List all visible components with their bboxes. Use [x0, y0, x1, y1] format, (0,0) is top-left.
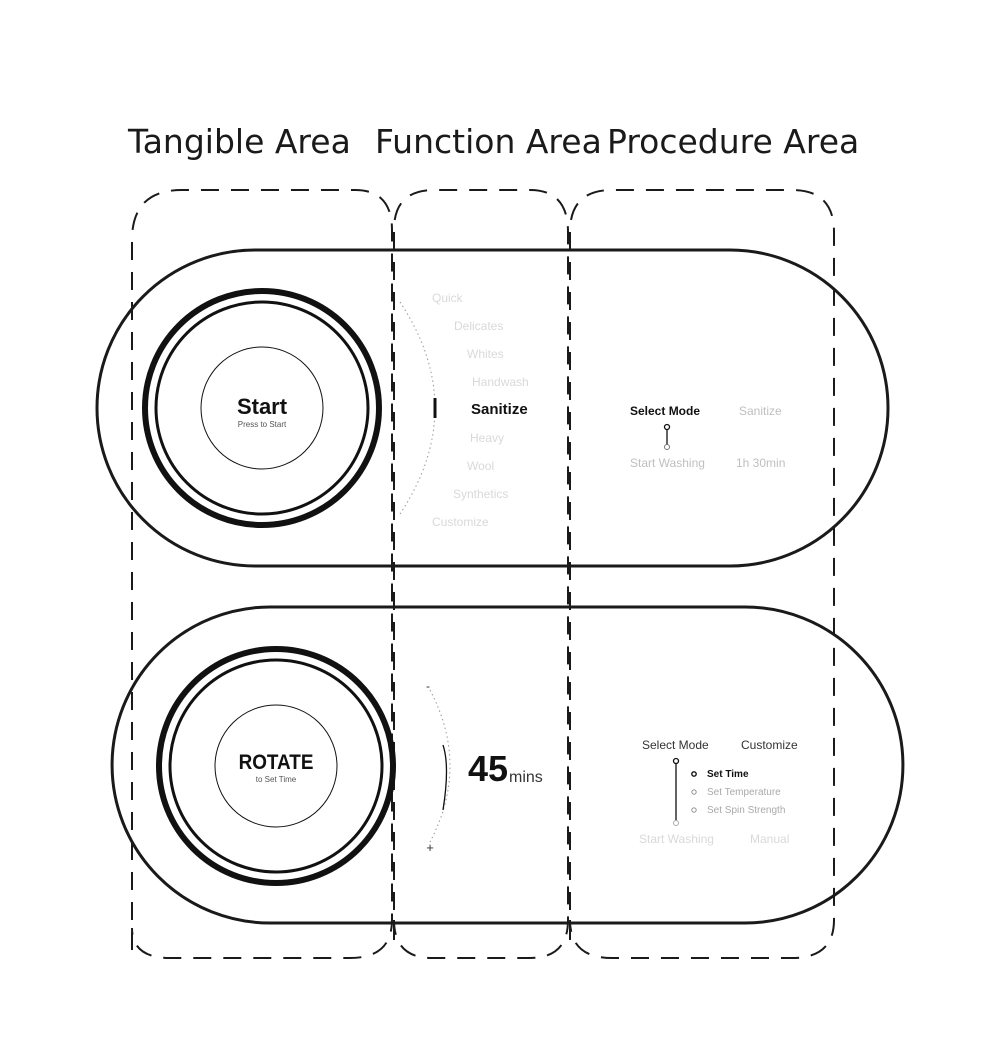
bottom-step1-value: Customize: [741, 738, 798, 752]
top-panel-outline: [95, 248, 890, 568]
time-dial[interactable]: - +: [426, 679, 451, 855]
top-step1-node: [663, 423, 671, 431]
time-unit: mins: [509, 769, 543, 786]
mode-item[interactable]: Heavy: [470, 431, 504, 445]
procedure-area-outline: [569, 189, 835, 959]
start-button[interactable]: [200, 346, 324, 470]
start-knob-outer-ring: [142, 288, 382, 528]
bottom-step2-value: Manual: [750, 832, 789, 846]
rotate-knob-outer-ring: [156, 646, 396, 886]
bottom-step2-node: [673, 820, 679, 826]
top-step1-value: Sanitize: [739, 404, 782, 418]
top-step1-label: Select Mode: [630, 404, 700, 418]
start-knob[interactable]: Start Press to Start: [142, 288, 382, 528]
tangible-area-outline: [131, 189, 393, 959]
start-knob-inner-ring: [154, 300, 370, 516]
function-area-title: Function Area: [375, 122, 602, 161]
mode-list[interactable]: QuickDelicatesWhitesHandwashSanitizeHeav…: [432, 291, 529, 529]
top-procedure: Select Mode Sanitize Start Washing 1h 30…: [630, 404, 785, 470]
substep-label: Set Temperature: [707, 787, 781, 798]
mode-item[interactable]: Quick: [432, 291, 464, 305]
procedure-area-title: Procedure Area: [607, 122, 859, 161]
substep-label: Set Spin Strength: [707, 805, 785, 816]
substep-node: [691, 807, 697, 813]
time-minus[interactable]: -: [426, 679, 430, 693]
start-label: Start: [237, 394, 288, 419]
mode-item[interactable]: Handwash: [472, 375, 529, 389]
mode-item[interactable]: Customize: [432, 515, 489, 529]
time-dial-arc: [429, 689, 451, 843]
time-value: 45: [468, 748, 508, 789]
rotate-label: ROTATE: [239, 751, 314, 774]
bottom-step2-label: Start Washing: [639, 832, 714, 846]
rotate-knob-center[interactable]: [214, 704, 338, 828]
top-step2-value: 1h 30min: [736, 456, 785, 470]
bottom-step1-label: Select Mode: [642, 738, 709, 752]
function-area-outline: [393, 189, 569, 959]
mode-item[interactable]: Synthetics: [453, 487, 508, 501]
substep-label: Set Time: [707, 769, 749, 780]
bottom-panel-outline: [110, 605, 905, 925]
rotate-sublabel: to Set Time: [256, 775, 297, 784]
mode-item[interactable]: Wool: [467, 459, 494, 473]
time-dial-progress: [442, 744, 448, 811]
start-sublabel: Press to Start: [238, 420, 287, 429]
rotate-knob-inner-ring: [168, 658, 384, 874]
top-step2-label: Start Washing: [630, 456, 705, 470]
mode-item[interactable]: Sanitize: [471, 401, 528, 418]
time-plus[interactable]: +: [426, 840, 434, 855]
bottom-step1-node: [672, 757, 680, 765]
rotate-knob[interactable]: ROTATE to Set Time: [156, 646, 396, 886]
mode-item[interactable]: Whites: [467, 347, 504, 361]
tangible-area-title: Tangible Area: [127, 122, 351, 161]
substep-node: [691, 771, 697, 777]
mode-dial-arc: [399, 301, 436, 515]
top-step2-node: [664, 444, 670, 450]
substep-node: [691, 789, 697, 795]
mode-item[interactable]: Delicates: [454, 319, 503, 333]
